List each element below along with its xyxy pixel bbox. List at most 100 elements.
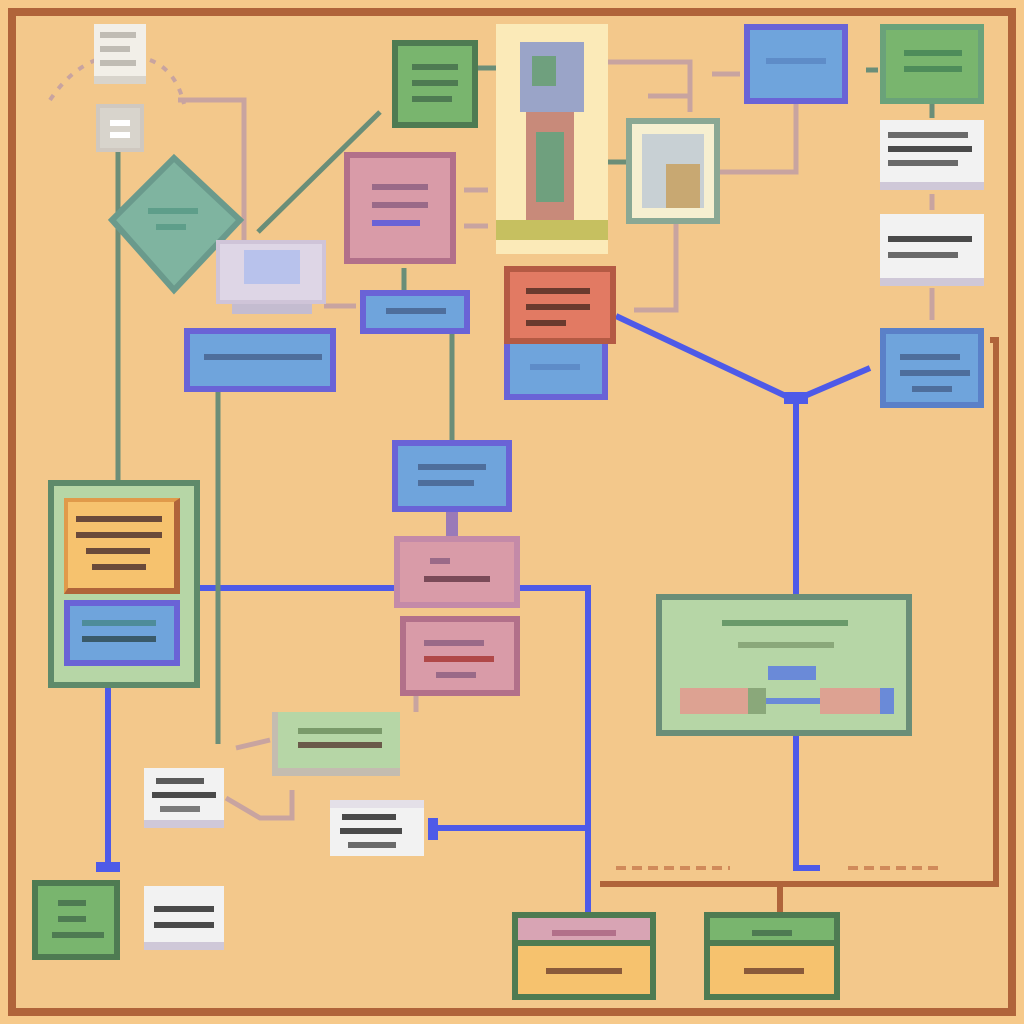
figure-body: [536, 132, 564, 202]
node-pink-lower[interactable]: [400, 616, 520, 696]
node-text-line: [82, 636, 156, 642]
connector-note-loop: [224, 790, 295, 821]
doc-line: [100, 60, 136, 66]
node-group-left[interactable]: [48, 480, 200, 688]
node-blue-center[interactable]: [392, 440, 512, 512]
blue-connectors: [105, 313, 872, 914]
panel-title-line: [722, 620, 848, 626]
note-text-line: [340, 828, 402, 834]
node-text-line: [76, 516, 162, 522]
note-right-2[interactable]: [880, 214, 984, 286]
note-text-line: [154, 906, 214, 912]
node-blue-under-red[interactable]: [504, 344, 608, 400]
node-text-line: [900, 370, 970, 376]
junction-tee: [784, 392, 808, 404]
note-text-line: [156, 778, 204, 784]
node-green-far-right[interactable]: [880, 24, 984, 104]
node-green-bottom-left[interactable]: [32, 880, 120, 960]
node-text-line: [436, 672, 476, 678]
node-text-line: [58, 900, 86, 906]
node-blue-in-group[interactable]: [64, 600, 180, 666]
node-blue-right[interactable]: [880, 328, 984, 408]
node-blue-top-right[interactable]: [744, 24, 848, 104]
arc-right: [149, 58, 186, 105]
node-bottom-center[interactable]: [512, 912, 656, 1000]
node-red[interactable]: [504, 266, 616, 344]
panel-selected-chip[interactable]: [768, 666, 816, 680]
note-right-1[interactable]: [880, 120, 984, 190]
node-text-line: [418, 464, 486, 470]
node-text-line: [58, 916, 86, 922]
connector-right-rail: [600, 337, 999, 887]
note-text-line: [348, 842, 396, 848]
node-yellow-in-group[interactable]: [64, 498, 180, 594]
node-text-line: [900, 354, 960, 360]
monitor-icon[interactable]: [216, 240, 326, 304]
connector-top-loop: [608, 59, 693, 99]
note-text-line: [888, 252, 958, 258]
doc-line: [100, 32, 136, 38]
node-text-line: [76, 532, 162, 538]
node-text-line: [752, 930, 792, 936]
left-down-tee: [96, 862, 120, 872]
node-text-line: [526, 304, 590, 310]
note-center-white[interactable]: [330, 800, 424, 856]
node-text-line: [86, 548, 150, 554]
diamond-text-line: [156, 224, 186, 230]
node-text-line: [744, 968, 804, 974]
node-text-line: [52, 932, 104, 938]
small-server-icon[interactable]: [96, 104, 144, 152]
monitor-base: [232, 304, 312, 314]
note-text-line: [888, 160, 958, 166]
slider-end: [880, 688, 894, 714]
diamond-text-line: [148, 208, 198, 214]
connector-junction-to-right-blue: [798, 365, 872, 401]
node-text-line: [766, 58, 826, 64]
node-pale-green-note[interactable]: [272, 712, 400, 776]
framed-picture-node[interactable]: [626, 118, 720, 224]
node-text-line: [904, 50, 962, 56]
note-text-line: [154, 922, 214, 928]
note-bottom-left-1[interactable]: [144, 768, 224, 828]
node-text-line: [298, 742, 382, 748]
framed-illustration-icon[interactable]: [496, 24, 608, 254]
monitor-screen: [244, 250, 300, 284]
node-text-line: [418, 480, 474, 486]
note-text-line: [342, 814, 396, 820]
node-text-line: [546, 968, 622, 974]
connector-diagonal: [256, 110, 382, 234]
white-note-tee: [428, 818, 438, 840]
node-text-line: [412, 80, 458, 86]
node-text-line: [412, 64, 458, 70]
node-blue-left[interactable]: [184, 328, 336, 392]
note-text-line: [160, 806, 200, 812]
node-pink-top[interactable]: [344, 152, 456, 264]
node-text-line: [298, 728, 382, 734]
node-blue-small[interactable]: [360, 290, 470, 334]
node-green-top[interactable]: [392, 40, 478, 128]
node-text-line: [430, 558, 450, 564]
node-panel-right[interactable]: [656, 594, 912, 736]
inline-sliders-icon[interactable]: [680, 688, 894, 714]
node-text-line: [424, 656, 494, 662]
node-text-line: [912, 386, 952, 392]
node-bottom-right[interactable]: [704, 912, 840, 1000]
note-bottom-left-2[interactable]: [144, 886, 224, 950]
node-text-line: [372, 184, 428, 190]
node-text-line: [526, 288, 590, 294]
node-pink-center[interactable]: [394, 536, 520, 608]
note-text-line: [152, 792, 216, 798]
note-text-line: [888, 132, 968, 138]
document-stack-icon[interactable]: [94, 24, 146, 84]
node-text-line: [552, 930, 616, 936]
slider-mid-bar: [766, 698, 820, 704]
center-link: [446, 512, 458, 540]
node-text-line: [412, 96, 452, 102]
doc-line: [100, 46, 130, 52]
server-slot: [110, 132, 130, 138]
bottom-center-header: [518, 918, 650, 946]
arc-left: [48, 58, 97, 102]
node-text-line: [526, 320, 566, 326]
